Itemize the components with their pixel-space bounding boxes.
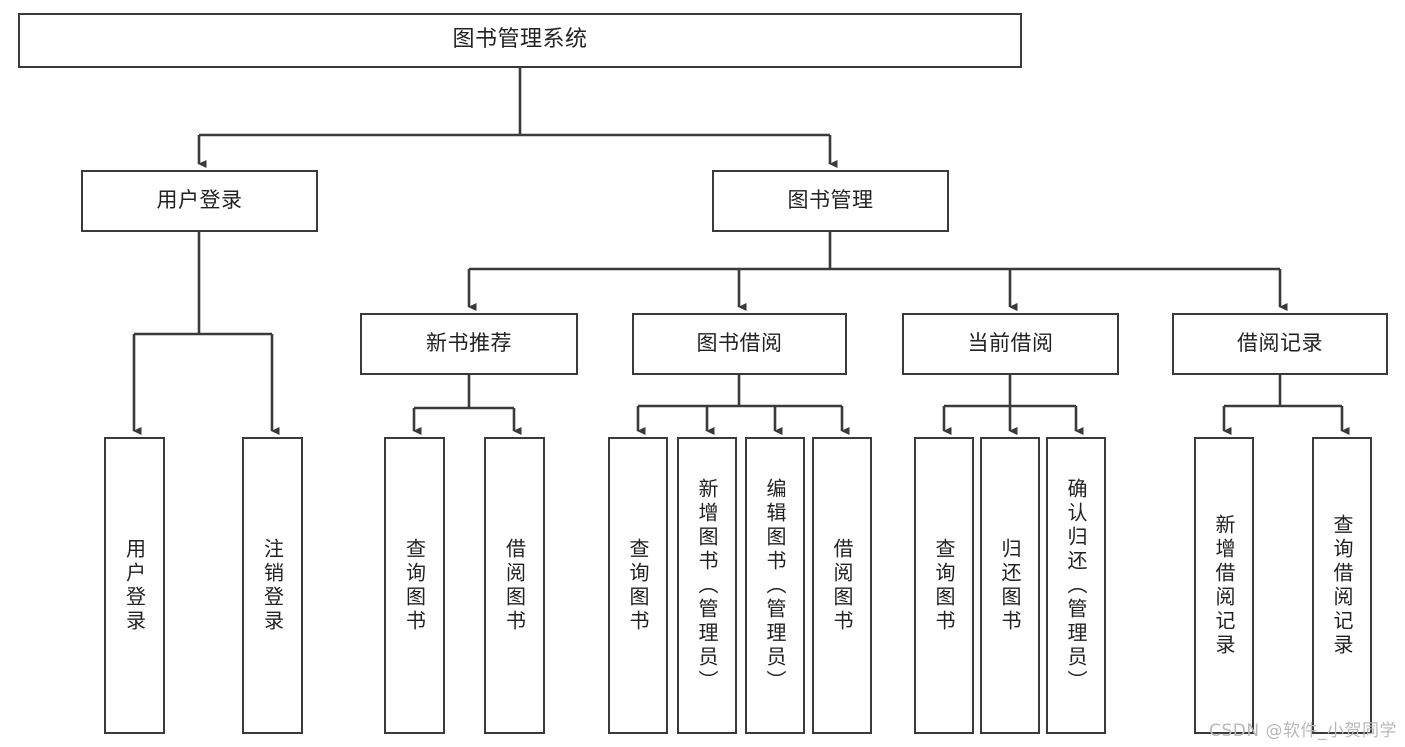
node-new-book-recommend-label: 新书推荐 bbox=[426, 331, 512, 356]
watermark-text: CSDN @软件_小贺同学 bbox=[1209, 721, 1397, 741]
node-leaf-user-login-label: 用户登录 bbox=[122, 537, 147, 634]
node-leaf-query-book-2-label: 查询图书 bbox=[626, 537, 650, 634]
node-leaf-add-book[interactable]: 新增图书（管理员） bbox=[677, 437, 737, 734]
node-user-login[interactable]: 用户登录 bbox=[81, 170, 318, 232]
node-leaf-borrow-book-2-label: 借阅图书 bbox=[830, 537, 854, 634]
node-leaf-add-record[interactable]: 新增借阅记录 bbox=[1194, 437, 1254, 734]
node-root-label: 图书管理系统 bbox=[452, 27, 588, 53]
node-leaf-query-book-3[interactable]: 查询图书 bbox=[914, 437, 974, 734]
node-leaf-edit-book[interactable]: 编辑图书（管理员） bbox=[745, 437, 805, 734]
node-leaf-return-book-label: 归还图书 bbox=[998, 537, 1022, 634]
node-book-borrow-label: 图书借阅 bbox=[696, 331, 783, 356]
node-borrow-record-label: 借阅记录 bbox=[1237, 331, 1323, 356]
node-leaf-user-login[interactable]: 用户登录 bbox=[104, 437, 165, 734]
node-borrow-record[interactable]: 借阅记录 bbox=[1172, 313, 1388, 375]
node-leaf-query-book-1[interactable]: 查询图书 bbox=[384, 437, 445, 734]
node-leaf-borrow-book-1[interactable]: 借阅图书 bbox=[484, 437, 545, 734]
node-book-manage-label: 图书管理 bbox=[787, 188, 874, 213]
node-leaf-query-book-2[interactable]: 查询图书 bbox=[608, 437, 668, 734]
node-new-book-recommend[interactable]: 新书推荐 bbox=[360, 313, 578, 375]
node-leaf-query-record[interactable]: 查询借阅记录 bbox=[1312, 437, 1372, 734]
node-current-borrow[interactable]: 当前借阅 bbox=[902, 313, 1119, 375]
node-current-borrow-label: 当前借阅 bbox=[967, 331, 1054, 356]
node-book-manage[interactable]: 图书管理 bbox=[712, 170, 949, 232]
node-leaf-query-book-1-label: 查询图书 bbox=[402, 537, 427, 634]
node-leaf-logout-label: 注销登录 bbox=[260, 537, 285, 634]
node-leaf-add-record-label: 新增借阅记录 bbox=[1212, 513, 1236, 658]
node-leaf-query-record-label: 查询借阅记录 bbox=[1330, 513, 1354, 658]
node-leaf-logout[interactable]: 注销登录 bbox=[242, 437, 303, 734]
node-user-login-label: 用户登录 bbox=[156, 188, 243, 213]
node-leaf-borrow-book-1-label: 借阅图书 bbox=[502, 537, 527, 634]
node-leaf-confirm-return-label: 确认归还（管理员） bbox=[1064, 477, 1088, 694]
node-leaf-query-book-3-label: 查询图书 bbox=[932, 537, 956, 634]
node-root[interactable]: 图书管理系统 bbox=[18, 13, 1022, 68]
node-leaf-borrow-book-2[interactable]: 借阅图书 bbox=[812, 437, 872, 734]
node-leaf-edit-book-label: 编辑图书（管理员） bbox=[763, 477, 787, 694]
node-book-borrow[interactable]: 图书借阅 bbox=[632, 313, 847, 375]
node-leaf-add-book-label: 新增图书（管理员） bbox=[695, 477, 719, 694]
node-leaf-return-book[interactable]: 归还图书 bbox=[980, 437, 1040, 734]
node-leaf-confirm-return[interactable]: 确认归还（管理员） bbox=[1046, 437, 1106, 734]
